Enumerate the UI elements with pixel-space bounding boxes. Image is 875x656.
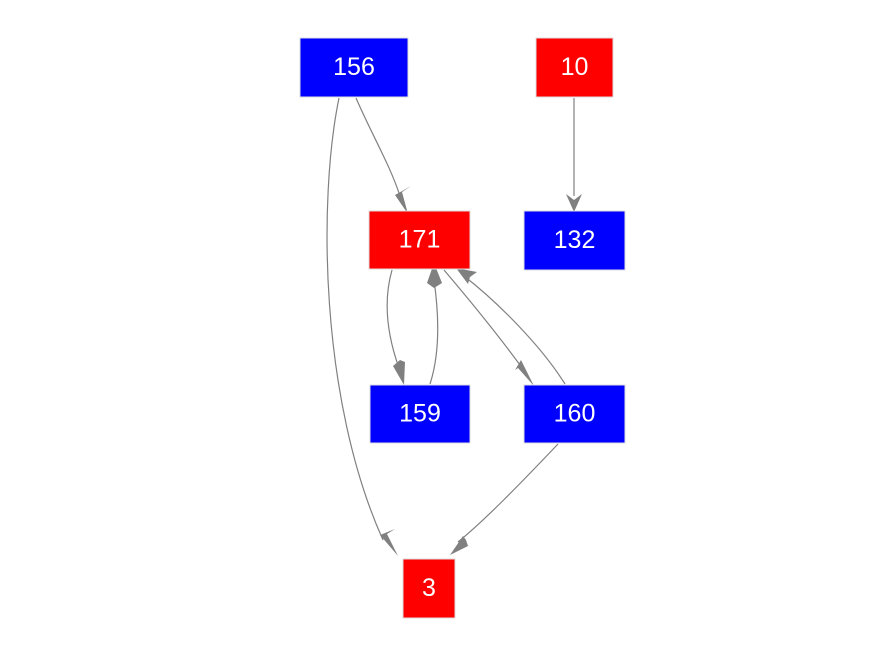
edge-160-to-171: [456, 268, 566, 385]
graph-node-171[interactable]: 171: [368, 210, 471, 270]
edge-line: [355, 97, 401, 197]
arrowhead-icon: [395, 186, 411, 214]
edge-line: [326, 97, 384, 541]
arrowhead-icon: [515, 360, 534, 386]
edge-line: [386, 269, 400, 369]
edge-line: [429, 279, 439, 385]
edge-10-to-132: [566, 98, 582, 212]
arrowhead-icon: [450, 536, 468, 555]
edge-171-to-160: [443, 269, 534, 386]
arrowhead-icon: [380, 529, 398, 556]
edges-layer: [326, 97, 582, 556]
arrowhead-icon: [427, 263, 442, 288]
edge-171-to-159: [386, 269, 405, 385]
edge-156-to-171: [355, 97, 411, 214]
graph-node-3[interactable]: 3: [402, 558, 456, 619]
edge-159-to-171: [427, 263, 442, 385]
graph-node-10[interactable]: 10: [535, 37, 614, 98]
arrowhead-icon: [393, 360, 405, 385]
node-box[interactable]: [402, 558, 456, 619]
node-box[interactable]: [369, 384, 471, 444]
graph-node-159[interactable]: 159: [369, 384, 471, 444]
graph-node-160[interactable]: 160: [523, 384, 626, 444]
arrowhead-icon: [566, 194, 582, 212]
edge-160-to-3: [450, 443, 559, 555]
edge-156-to-3: [326, 97, 398, 556]
edge-line: [457, 443, 559, 543]
node-box[interactable]: [368, 210, 471, 270]
node-box[interactable]: [523, 210, 626, 271]
node-box[interactable]: [535, 37, 614, 98]
node-box[interactable]: [299, 37, 409, 98]
edge-line: [463, 275, 566, 385]
graph-node-156[interactable]: 156: [299, 37, 409, 98]
node-box[interactable]: [523, 384, 626, 444]
graph-node-132[interactable]: 132: [523, 210, 626, 271]
arrowhead-icon: [456, 268, 477, 284]
